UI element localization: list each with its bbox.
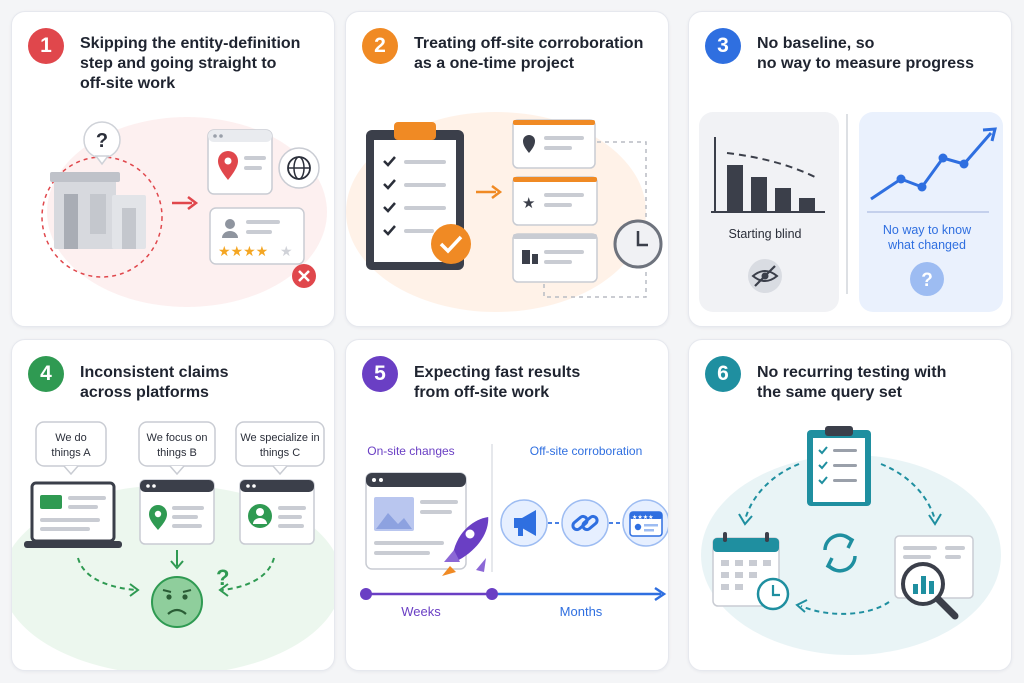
review-card: ★★★★ ★ [209,207,305,265]
location-card [207,129,273,195]
svg-text:things B: things B [157,447,197,459]
card-2-illustration: ★ [346,112,663,312]
review-profile-icon: ★★★★ [622,499,668,547]
card-6: 6 No recurring testing with the same que… [688,339,1012,671]
question-icon: ? [910,262,944,296]
off-site-caption: Off-site corroboration [530,444,643,458]
card-4-title: Inconsistent claims across platforms [80,364,229,401]
profile-card [239,479,315,545]
card-1-title: Skipping the entity-definition step and … [80,35,301,92]
svg-text:?: ? [96,130,108,152]
card-2: 2 Treating off-site corroboration as a o… [345,11,669,327]
arrow-right-icon [476,185,503,199]
speech-bubble-a: We do things A [35,421,107,476]
clock-icon [756,577,790,611]
number-badge-1: 1 [28,28,64,64]
close-icon [292,264,316,288]
card-2-title: Treating off-site corroboration as a one… [414,35,644,72]
arrow-right-icon [172,196,199,210]
svg-text:We do: We do [55,432,87,444]
card-3-title: No baseline, so no way to measure progre… [757,35,974,72]
card-5: 5 Expecting fast results from off-site w… [345,339,669,671]
card-1: 1 Skipping the entity-definition step an… [11,11,335,327]
sad-face-icon [151,576,203,628]
no-way-to-know-caption: No way to know [883,223,972,237]
clock-icon [613,219,663,269]
svg-text:We focus on: We focus on [147,432,208,444]
svg-text:★: ★ [280,243,293,259]
number-badge-3: 3 [705,28,741,64]
question-mark: ? [216,565,229,590]
user-icon [225,219,235,229]
magnifier-icon [901,562,959,620]
listing-cards: ★ [512,119,598,283]
map-pin-icon [523,135,535,153]
card-6-title: No recurring testing with the same query… [757,364,947,401]
number-badge-2: 2 [362,28,398,64]
svg-text:things C: things C [260,447,300,459]
converging-arrows [77,550,275,597]
months-label: Months [560,604,603,619]
card-4-illustration: We do things A We focus on things B We s… [12,421,334,670]
speech-bubble-c: We specialize in things C [235,421,325,476]
svg-text:things A: things A [51,447,91,459]
star-icon: ★ [522,195,535,212]
megaphone-icon [500,499,548,547]
number-badge-6: 6 [705,356,741,392]
card-5-illustration: On-site changes Off-site corroboration [360,444,668,619]
speech-bubble-b: We focus on things B [138,421,216,476]
number-badge-5: 5 [362,356,398,392]
svg-text:?: ? [921,270,933,291]
building-icon [50,172,146,249]
rocket-icon [442,517,489,576]
card-1-illustration: ? [41,117,327,307]
line-chart-icon [867,127,997,213]
question-bubble-icon: ? [83,121,121,166]
on-site-caption: On-site changes [367,444,454,458]
starting-blind-caption: Starting blind [729,227,802,241]
checkmark-icon [431,224,471,264]
star-rating: ★★★★ [218,243,268,259]
building-icon [522,250,538,264]
map-pin-icon [218,151,238,180]
globe-icon [278,147,320,189]
what-changed-caption: what changed [887,238,966,252]
card-4: 4 Inconsistent claims across platforms W… [11,339,335,671]
svg-text:★★★★: ★★★★ [632,514,654,521]
map-listing-card [139,479,215,545]
number-badge-4: 4 [28,356,64,392]
map-pin-icon [149,505,167,530]
cycle-arrows [744,463,936,615]
svg-text:We specialize in: We specialize in [240,432,319,444]
card-3: 3 No baseline, so no way to measure prog… [688,11,1012,327]
weeks-label: Weeks [401,604,441,619]
card-5-title: Expecting fast results from off-site wor… [414,364,581,401]
bar-chart-icon [711,137,825,213]
timeline [360,586,667,602]
browser-window [365,472,467,570]
laptop-icon [24,481,122,548]
user-icon [256,508,264,516]
eye-slash-icon [748,259,782,293]
link-icon [561,499,609,547]
card-3-illustration: Starting blind No way to know what chang… [699,112,1003,312]
clipboard-icon [807,426,871,506]
refresh-icon [823,533,857,573]
card-6-illustration [701,426,1001,655]
